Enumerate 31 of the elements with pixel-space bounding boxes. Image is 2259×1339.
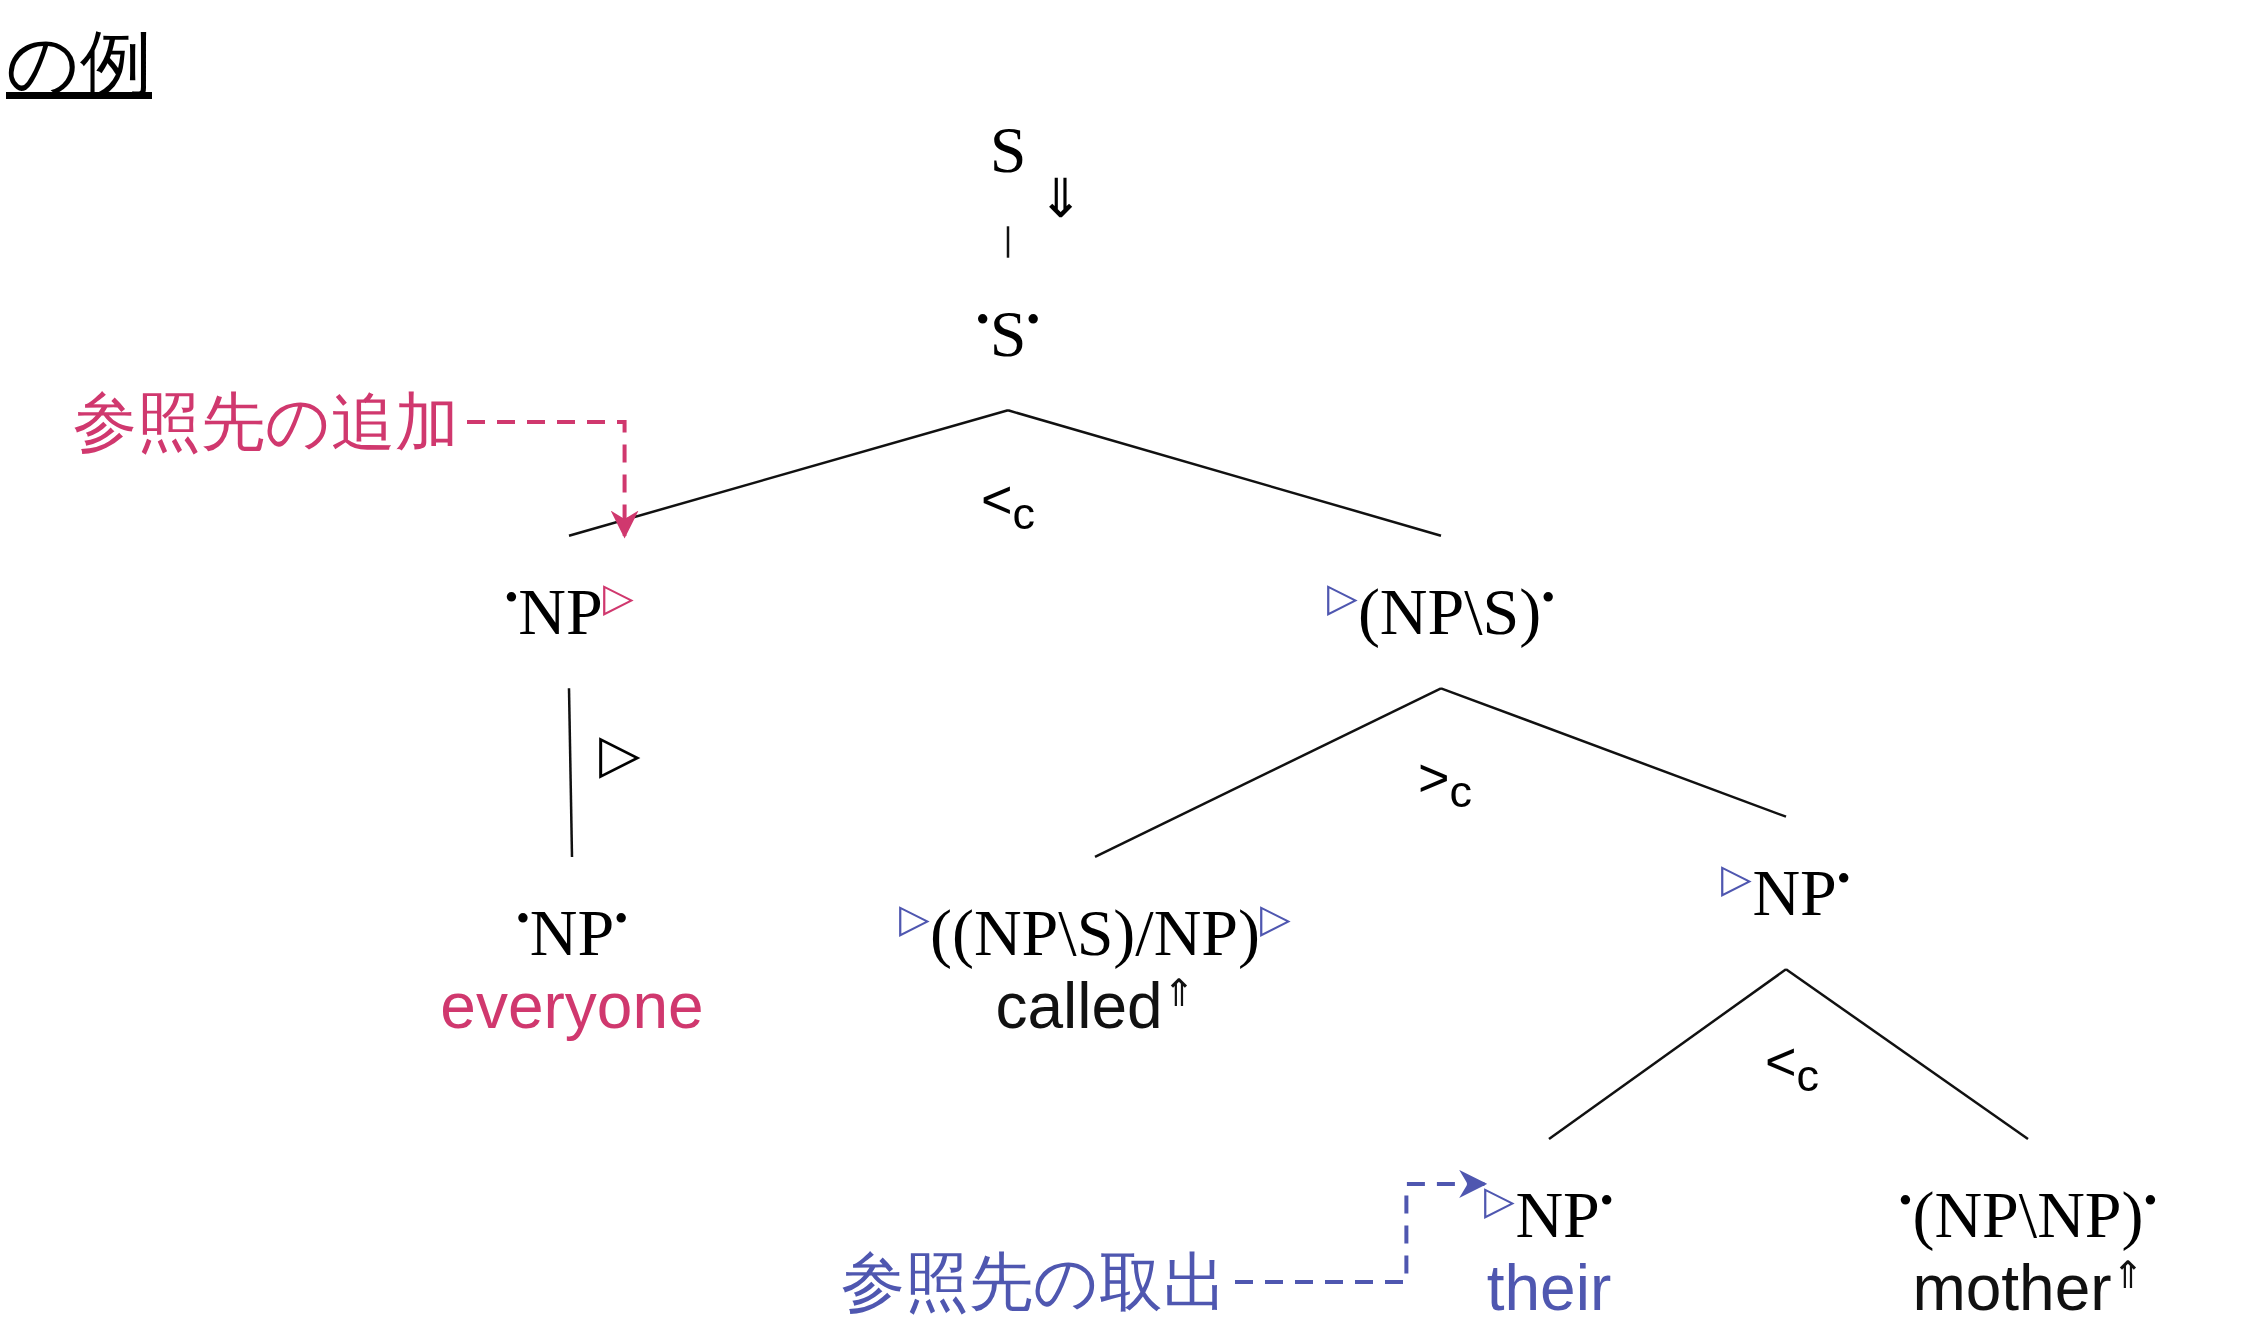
rule-label: >$_{c}$ [1418, 749, 1472, 815]
word-label: their [1486, 1251, 1612, 1326]
tree-branch-line [1094, 687, 1442, 859]
category-label: $^{•}$S$^{•}$ [975, 297, 1041, 371]
category-label: $^{•}$(NP\NP)$^{•}$ [1898, 1178, 2158, 1252]
word-label: everyone [440, 969, 704, 1044]
category-label: $^{▷}$NP$^{•}$ [1484, 1178, 1614, 1252]
category-label: $^{▷}$(NP\S)$^{•}$ [1326, 575, 1556, 649]
word-label: called$^{⇑}$ [995, 969, 1195, 1044]
tree-branch-line [1440, 687, 1787, 818]
leader-arrow [1235, 1169, 1488, 1284]
rule-label: <$_{c}$ [1765, 1033, 1819, 1099]
word-label: mother$^{⇑}$ [1912, 1251, 2144, 1326]
category-label: $^{▷}$NP$^{•}$ [1721, 856, 1851, 930]
heading: の例 [6, 20, 152, 107]
category-label: S [989, 113, 1027, 187]
tree-branch-line [1548, 968, 1787, 1140]
tree-branch-line [567, 688, 574, 857]
annotation-text: 参照先の追加 [73, 383, 459, 461]
category-label: $^{•}$NP$^{•}$ [515, 896, 629, 970]
tree-branch-line [1006, 226, 1010, 258]
category-label: $^{▷}$((NP\S)/NP)$^{▷}$ [899, 896, 1291, 970]
tree-branch-line [568, 409, 1009, 537]
rule-label: ▷ [599, 726, 641, 780]
annotation-text: 参照先の取出 [841, 1243, 1227, 1321]
category-label: $^{•}$NP$^{▷}$ [504, 575, 634, 649]
rule-label: <$_{c}$ [981, 471, 1035, 537]
tree-branch-line [1785, 968, 2029, 1140]
rule-label: ⇓ [1037, 171, 1083, 225]
tree-branch-line [1007, 409, 1442, 537]
leader-arrow [467, 420, 639, 539]
